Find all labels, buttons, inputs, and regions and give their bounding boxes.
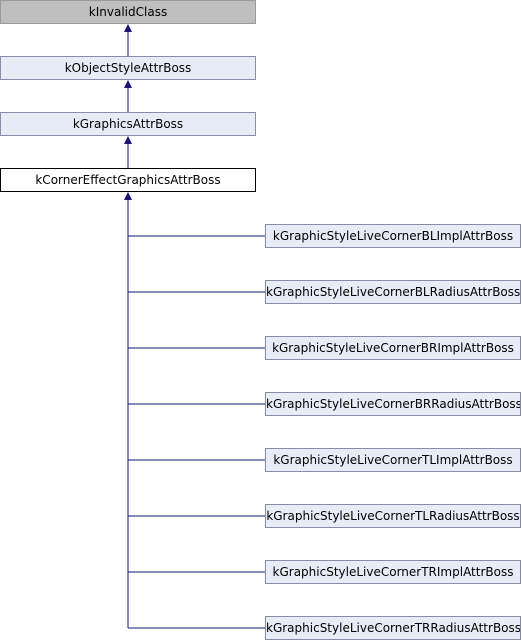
node-child-br-radius[interactable]: kGraphicStyleLiveCornerBRRadiusAttrBoss: [265, 392, 521, 416]
node-child-tr-impl[interactable]: kGraphicStyleLiveCornerTRImplAttrBoss: [265, 560, 521, 584]
node-child-tr-radius[interactable]: kGraphicStyleLiveCornerTRRadiusAttrBoss: [265, 616, 521, 640]
node-kinvalidclass[interactable]: kInvalidClass: [0, 0, 256, 24]
node-kobjectstyleattrboss[interactable]: kObjectStyleAttrBoss: [0, 56, 256, 80]
node-kcornereffectgraphicsattrboss: kCornerEffectGraphicsAttrBoss: [0, 168, 256, 192]
node-child-tl-radius[interactable]: kGraphicStyleLiveCornerTLRadiusAttrBoss: [265, 504, 521, 528]
node-child-tl-impl[interactable]: kGraphicStyleLiveCornerTLImplAttrBoss: [265, 448, 521, 472]
node-child-br-impl[interactable]: kGraphicStyleLiveCornerBRImplAttrBoss: [265, 336, 521, 360]
node-child-bl-impl[interactable]: kGraphicStyleLiveCornerBLImplAttrBoss: [265, 224, 521, 248]
node-child-bl-radius[interactable]: kGraphicStyleLiveCornerBLRadiusAttrBoss: [265, 280, 521, 304]
node-kgraphicsattrboss[interactable]: kGraphicsAttrBoss: [0, 112, 256, 136]
